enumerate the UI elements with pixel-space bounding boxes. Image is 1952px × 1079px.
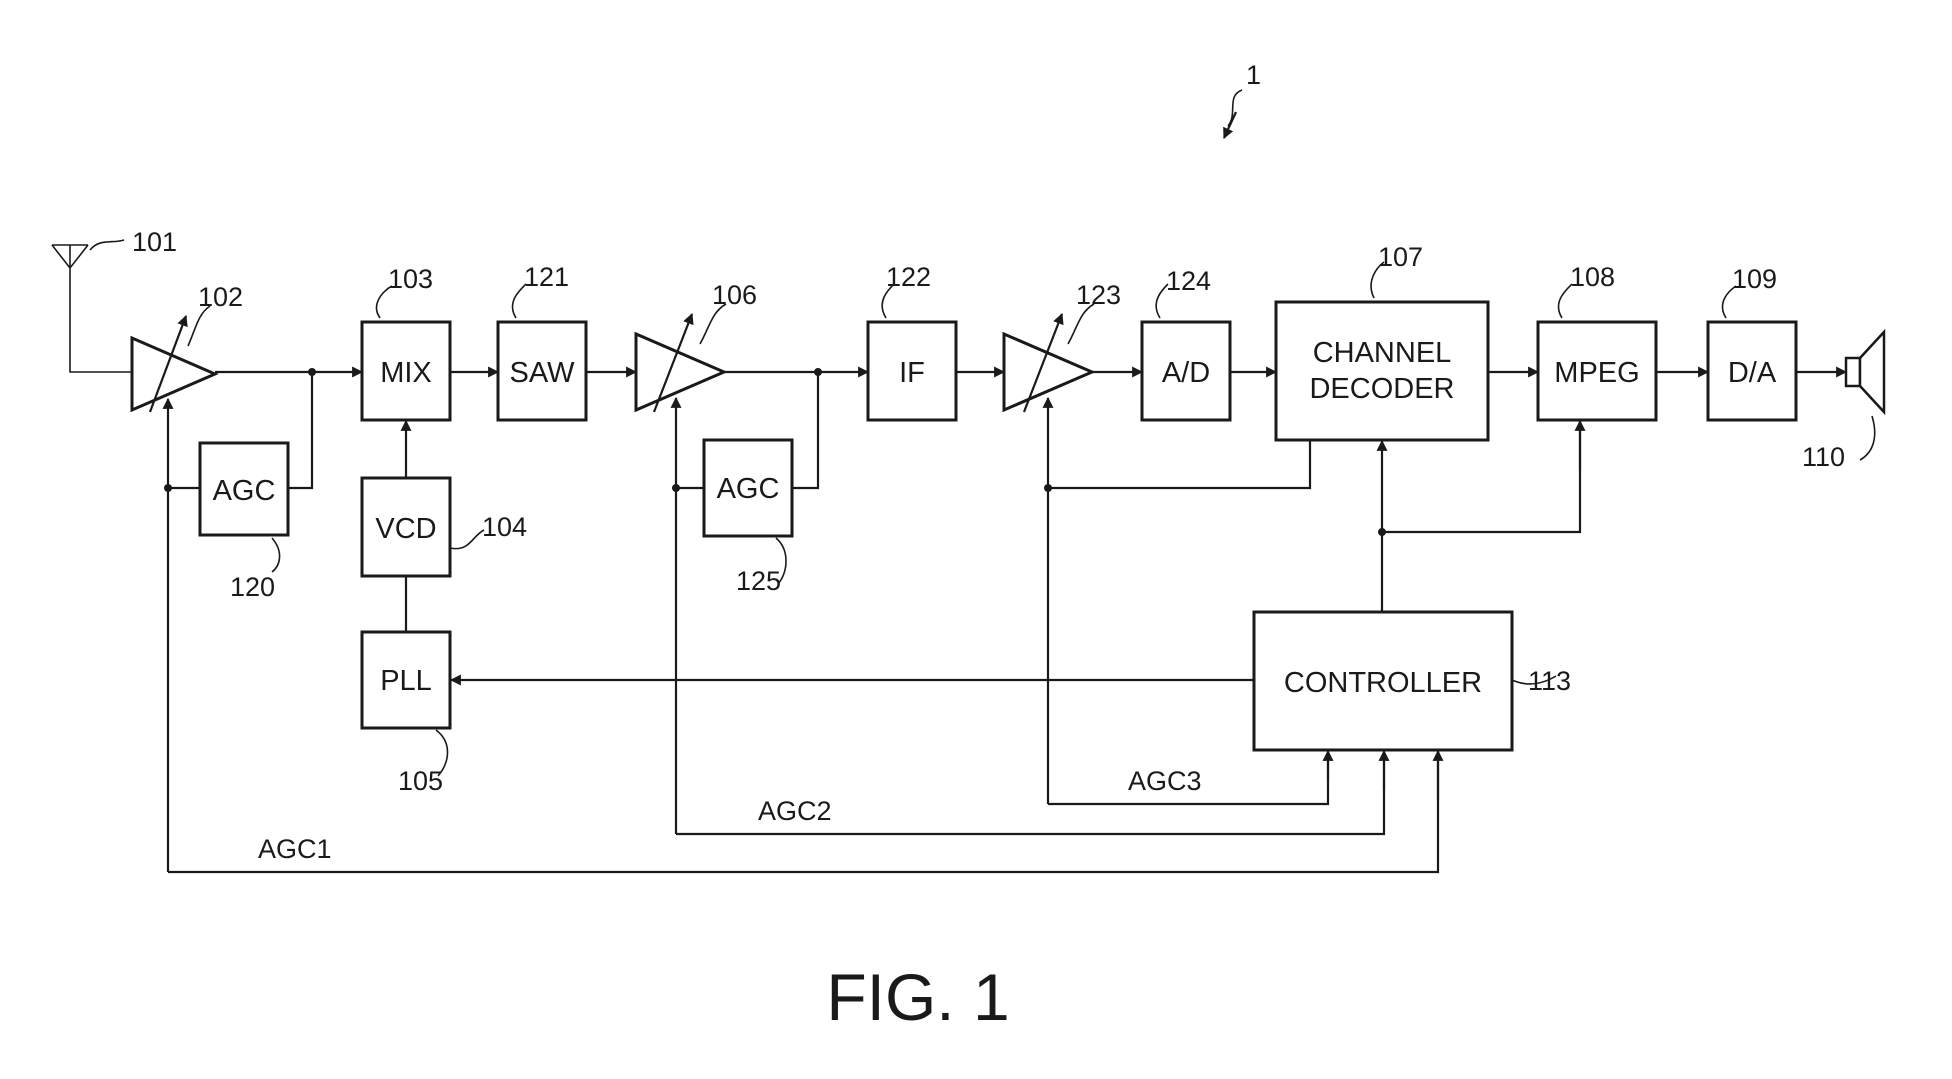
- saw-label: SAW: [510, 357, 576, 389]
- controller-label: CONTROLLER: [1284, 667, 1482, 699]
- agc1-signal-label: AGC1: [258, 834, 332, 864]
- device-ref: 1: [1246, 60, 1261, 90]
- agc-box-120-ref: 120: [230, 572, 275, 602]
- mpeg-label: MPEG: [1554, 357, 1639, 389]
- channel-decoder-label-line1: CHANNEL: [1313, 337, 1452, 369]
- antenna: [52, 245, 132, 372]
- if-label: IF: [899, 357, 925, 389]
- ad-ref: 124: [1166, 266, 1211, 296]
- controller-ref: 113: [1528, 666, 1571, 696]
- device-ref-arrow: [1224, 112, 1236, 138]
- channel-decoder-block: [1276, 302, 1488, 440]
- agc1-box-ref-leader: [272, 538, 280, 572]
- agc2-signal-label: AGC2: [758, 796, 832, 826]
- agc-box-120-label: AGC: [213, 475, 276, 507]
- speaker-icon: [1846, 332, 1884, 412]
- mix-ref: 103: [388, 264, 433, 294]
- amplifier-102: [132, 316, 215, 412]
- mpeg-ref: 108: [1570, 262, 1615, 292]
- channel-decoder-label-line2: DECODER: [1309, 373, 1454, 405]
- pll-ref: 105: [398, 766, 443, 796]
- channel-decoder-ref: 107: [1378, 242, 1423, 272]
- device-ref-leader: [1228, 90, 1242, 126]
- amp3-ref-leader: [1068, 304, 1094, 344]
- agc-box-125-ref: 125: [736, 566, 781, 596]
- amp1-ref-leader: [188, 306, 210, 346]
- antenna-ref: 101: [132, 227, 177, 257]
- da-ref: 109: [1732, 264, 1777, 294]
- vcd-label: VCD: [375, 513, 436, 545]
- figure-title: FIG. 1: [826, 960, 1009, 1034]
- amplifier-106: [636, 314, 724, 412]
- wire-decoder-agc3: [1048, 440, 1310, 488]
- amp2-ref: 106: [712, 280, 757, 310]
- pll-label: PLL: [380, 665, 432, 697]
- amp1-ref: 102: [198, 282, 243, 312]
- agc3-signal-label: AGC3: [1128, 766, 1202, 796]
- mix-label: MIX: [380, 357, 432, 389]
- wire-agc2-feed: [792, 372, 818, 488]
- wire-agc1-feed: [288, 372, 312, 488]
- vcd-ref-leader: [450, 530, 484, 549]
- amp3-ref: 123: [1076, 280, 1121, 310]
- saw-ref: 121: [524, 262, 569, 292]
- amplifier-123: [1004, 314, 1092, 412]
- vcd-ref: 104: [482, 512, 527, 542]
- antenna-ref-leader: [90, 240, 124, 250]
- ad-label: A/D: [1162, 357, 1210, 389]
- if-ref: 122: [886, 262, 931, 292]
- amp2-ref-leader: [700, 304, 726, 344]
- da-label: D/A: [1728, 357, 1777, 389]
- speaker-ref: 110: [1802, 442, 1845, 472]
- agc-box-125-label: AGC: [717, 473, 780, 505]
- speaker-ref-leader: [1860, 416, 1875, 460]
